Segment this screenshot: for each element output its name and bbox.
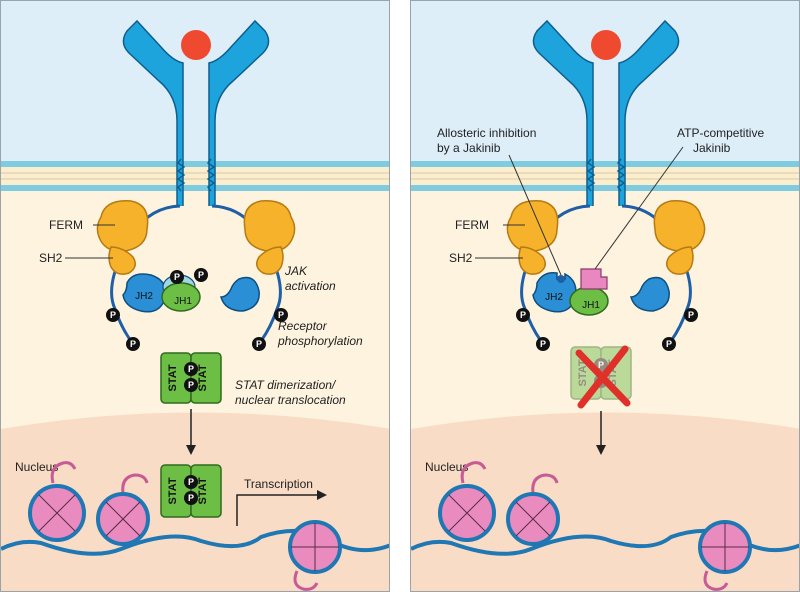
atp-competitive-label-line1: ATP-competitive xyxy=(677,126,764,140)
sh2-label: SH2 xyxy=(39,251,63,265)
cytokine-ligand xyxy=(591,30,621,60)
allosteric-label-line1: Allosteric inhibition xyxy=(437,126,536,140)
nucleosome xyxy=(288,520,342,591)
jh1-label: JH1 xyxy=(174,296,192,307)
nucleus-label: Nucleus xyxy=(425,460,468,474)
cell-membrane xyxy=(411,161,799,191)
atp-competitive-jakinib xyxy=(580,268,608,290)
nucleus-label: Nucleus xyxy=(15,460,58,474)
allosteric-label-line2: by a Jakinib xyxy=(437,141,501,155)
jh2-label: JH2 xyxy=(545,292,563,303)
receptor-tail-right xyxy=(211,204,282,342)
cytokine-ligand xyxy=(181,30,211,60)
receptor-phosphorylation-label-line2: phosphorylation xyxy=(277,334,363,348)
phospho-group-jak: P xyxy=(170,270,184,284)
phospho-group-jak: P xyxy=(194,268,208,282)
ferm-domain-right xyxy=(243,200,296,252)
receptor-tail-left xyxy=(520,204,591,342)
stat-dimerization-label-line2: nuclear translocation xyxy=(235,393,346,407)
ferm-domain-right xyxy=(653,200,706,252)
receptor-phosphorylation-label-line1: Receptor xyxy=(278,319,328,333)
jak-activation-label-line2: activation xyxy=(285,279,336,293)
svg-text:P: P xyxy=(666,339,672,349)
svg-text:STAT: STAT xyxy=(197,364,209,391)
svg-text:P: P xyxy=(520,310,526,320)
svg-text:P: P xyxy=(598,360,604,370)
svg-text:STAT: STAT xyxy=(167,477,179,504)
nucleosome xyxy=(506,473,560,546)
jh2-domain-left xyxy=(122,273,167,313)
phospho-group-receptor: P xyxy=(662,337,676,351)
svg-text:P: P xyxy=(188,364,194,374)
svg-text:P: P xyxy=(540,339,546,349)
svg-text:STAT: STAT xyxy=(197,477,209,504)
svg-text:P: P xyxy=(188,380,194,390)
extracellular-region xyxy=(411,1,799,161)
transcription-label: Transcription xyxy=(244,477,313,491)
svg-text:P: P xyxy=(278,310,284,320)
svg-text:P: P xyxy=(688,310,694,320)
atp-competitive-leader xyxy=(594,146,684,270)
phospho-group-receptor: P xyxy=(106,308,120,322)
phospho-group-receptor: P xyxy=(684,308,698,322)
nucleosome xyxy=(698,520,752,591)
ferm-domain-left xyxy=(96,200,149,252)
phospho-group-receptor: P xyxy=(126,337,140,351)
phospho-group-receptor: P xyxy=(536,337,550,351)
svg-text:P: P xyxy=(198,270,204,280)
svg-text:STAT: STAT xyxy=(577,359,589,386)
sh2-label: SH2 xyxy=(449,251,473,265)
svg-text:P: P xyxy=(256,339,262,349)
ferm-label: FERM xyxy=(49,218,83,232)
ferm-label: FERM xyxy=(455,218,489,232)
jh1-domain-left xyxy=(161,282,201,312)
panel-jakinib-inhibition: JH2 JH1 P P P P Allosteric inhibition by… xyxy=(410,0,800,592)
cell-membrane xyxy=(1,161,389,191)
cytokine-receptor-dimer xyxy=(532,19,680,206)
jh1-label: JH1 xyxy=(582,300,600,311)
translocation-arrow xyxy=(186,409,196,455)
jak-domain-right xyxy=(630,276,670,312)
stat-dimer-nucleus: STAT STAT P P xyxy=(160,464,222,518)
jak-domain-right xyxy=(220,276,260,312)
phospho-group-receptor: P xyxy=(252,337,266,351)
panel-normal-signaling: JH2 JH1 P P P P P P FERM SH2 JAK activat… xyxy=(0,0,390,592)
svg-text:STAT: STAT xyxy=(167,364,179,391)
stat-dimer-cytoplasm: STAT STAT P P xyxy=(160,352,222,404)
allosteric-leader xyxy=(508,154,562,276)
sh2-domain-right xyxy=(666,246,694,275)
sh2-domain-right xyxy=(256,246,284,275)
jh2-label: JH2 xyxy=(135,291,153,302)
nucleosome xyxy=(96,473,150,546)
allosteric-jakinib xyxy=(557,275,565,283)
phospho-group-receptor: P xyxy=(274,308,288,322)
extracellular-region xyxy=(1,1,389,161)
svg-text:P: P xyxy=(188,493,194,503)
svg-text:P: P xyxy=(174,272,180,282)
nucleosome xyxy=(28,461,86,542)
sh2-domain-left xyxy=(518,246,546,275)
receptor-tail-left xyxy=(110,204,181,342)
nucleosome xyxy=(438,461,496,542)
receptor-tail-right xyxy=(621,204,692,342)
diagram-normal-signaling: JH2 JH1 P P P P P P FERM SH2 JAK activat… xyxy=(1,1,389,591)
svg-text:P: P xyxy=(110,310,116,320)
jak-activation-label-line1: JAK xyxy=(284,264,308,278)
cytokine-receptor-dimer xyxy=(122,19,270,206)
svg-text:P: P xyxy=(188,477,194,487)
jh2-domain-left xyxy=(532,271,577,313)
transcription-arrow xyxy=(236,490,327,526)
svg-text:P: P xyxy=(130,339,136,349)
blocked-x-mark xyxy=(575,345,631,409)
diagram-jakinib-inhibition: JH2 JH1 P P P P Allosteric inhibition by… xyxy=(411,1,799,591)
stat-dimerization-label-line1: STAT dimerization/ xyxy=(235,378,337,392)
atp-competitive-label-line2: Jakinib xyxy=(693,141,731,155)
sh2-domain-left xyxy=(108,246,136,275)
translocation-arrow xyxy=(596,411,606,455)
phospho-group-receptor: P xyxy=(516,308,530,322)
